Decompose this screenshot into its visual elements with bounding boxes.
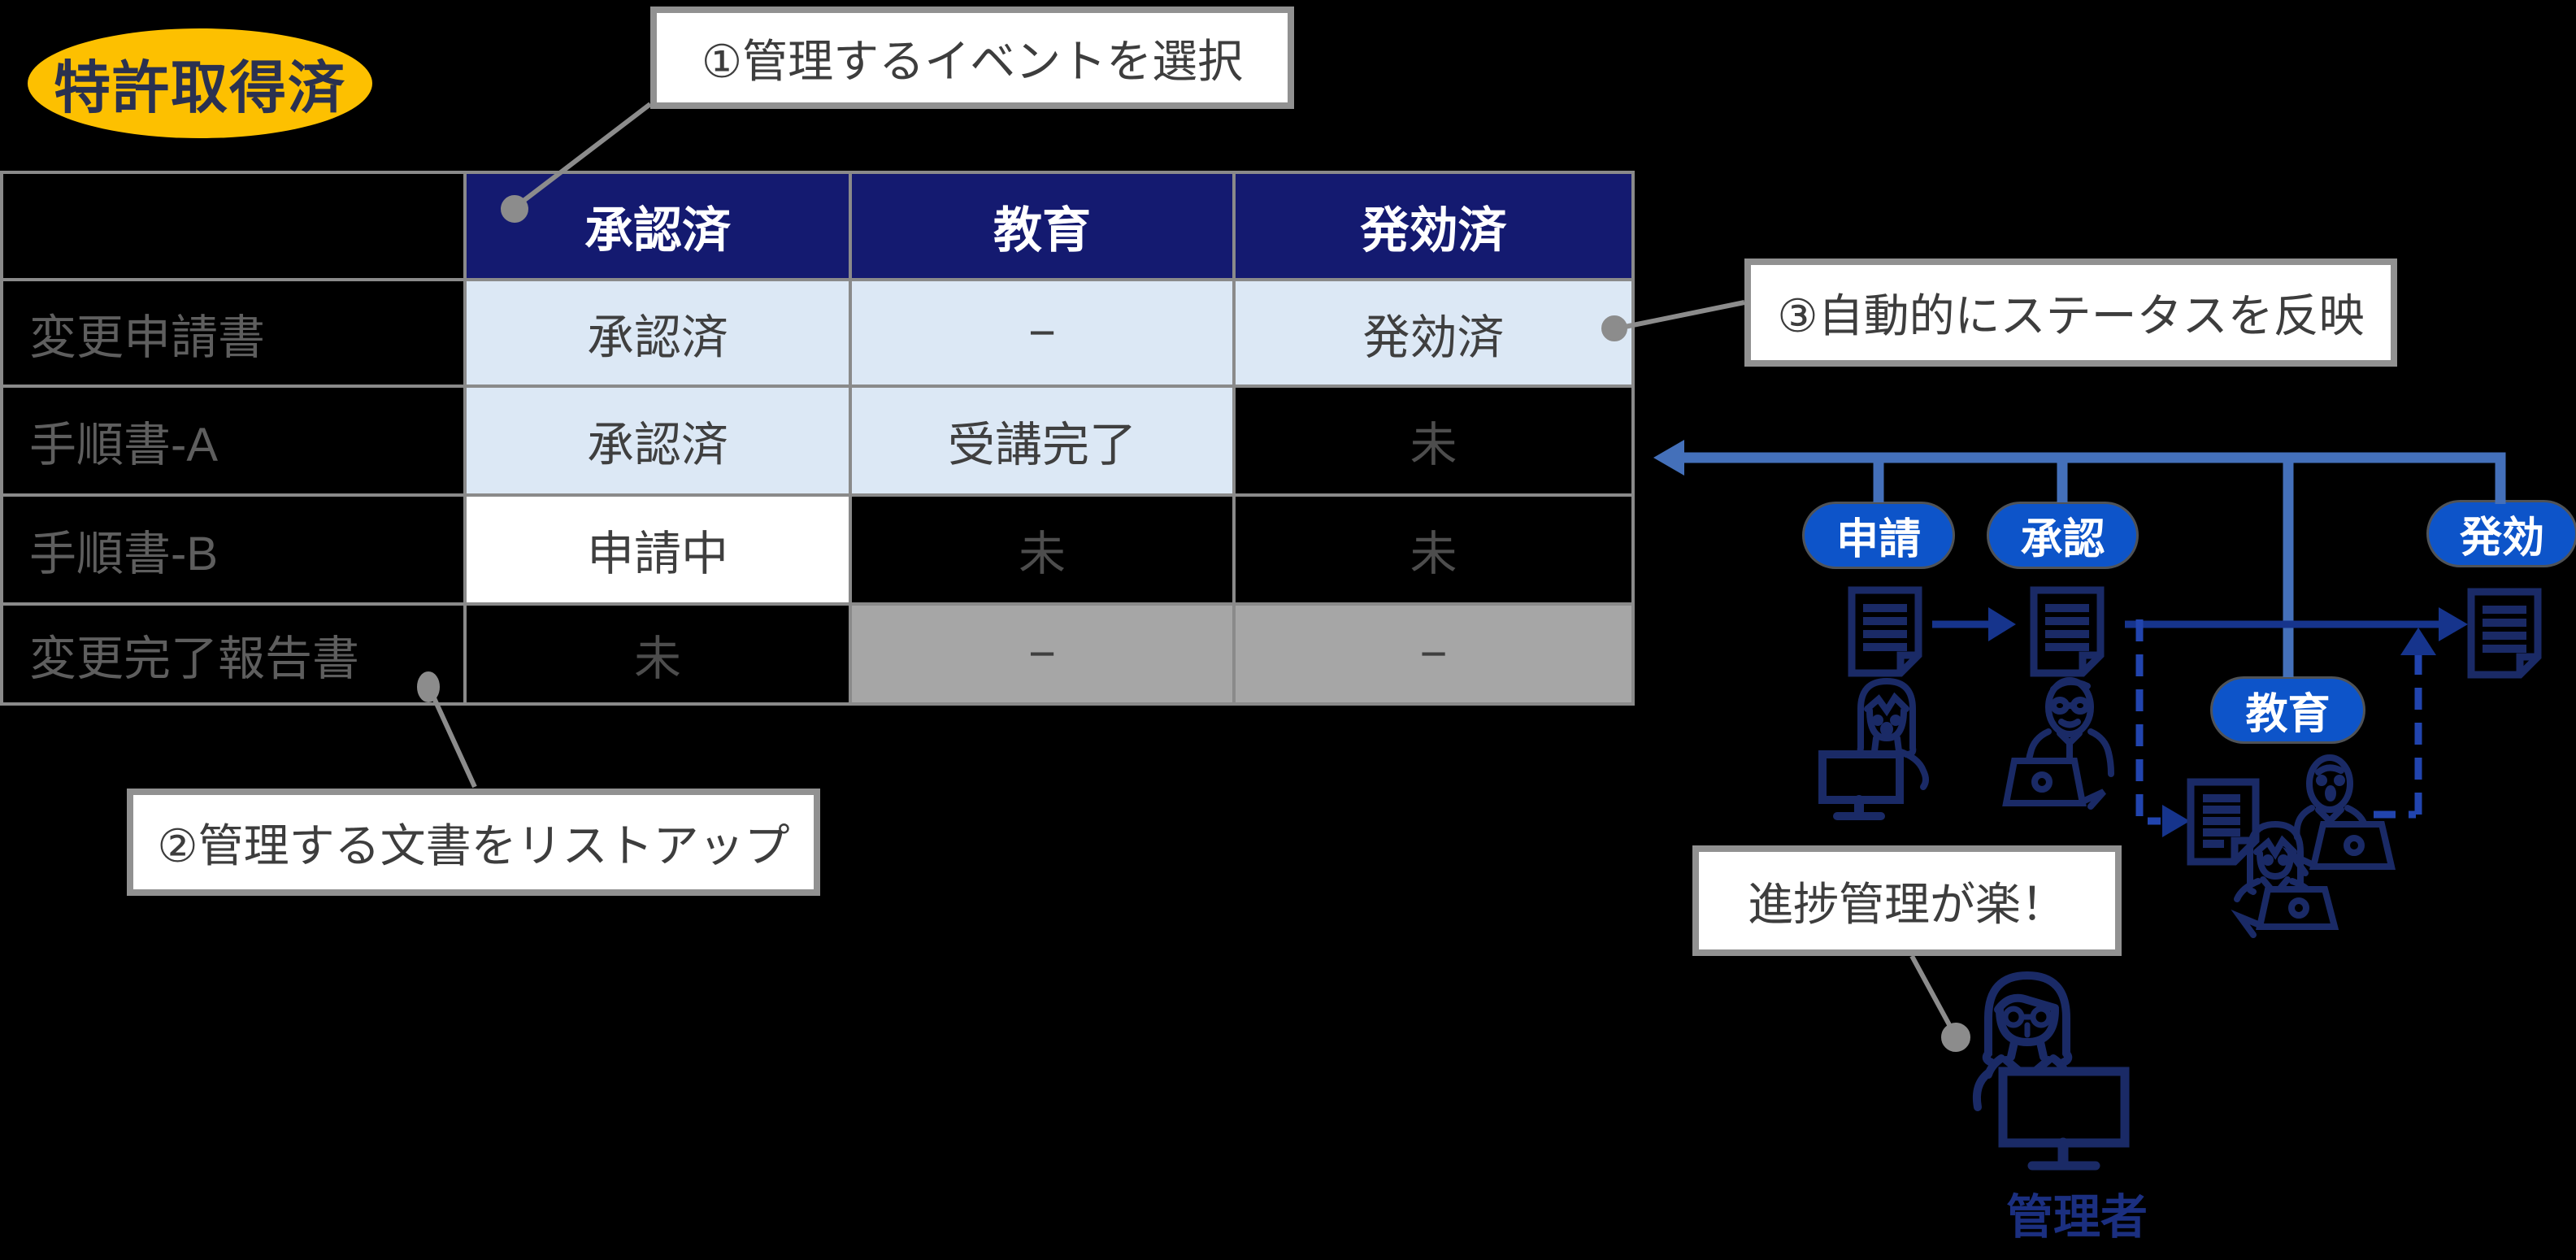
callout-auto-status: ③自動的にステータスを反映 — [1744, 259, 2397, 367]
callout-easy-progress-text: 進捗管理が楽！ — [1748, 878, 2066, 930]
table-cell: − — [852, 281, 1232, 385]
trainee-man-icon — [2282, 754, 2396, 876]
document-approve-icon — [2030, 586, 2105, 677]
pill-apply: 申請 — [1805, 504, 1953, 567]
row-label-completion-report: 変更完了報告書 — [3, 606, 463, 702]
table-cell: 承認済 — [467, 281, 849, 385]
arrowhead-doc1-doc2-icon — [1988, 607, 2016, 641]
patent-badge: 特許取得済 — [28, 28, 372, 138]
callout-list-documents-text: ②管理する文書をリストアップ — [157, 819, 790, 871]
pill-approve: 承認 — [1989, 504, 2136, 567]
column-header-approved: 承認済 — [467, 174, 849, 278]
arrowhead-to-effective-doc-icon — [2439, 607, 2468, 641]
administrator-person-icon — [1972, 971, 2130, 1171]
applicant-person-icon — [1818, 677, 1929, 820]
pill-education: 教育 — [2213, 679, 2363, 741]
callout-auto-status-text: ③自動的にステータスを反映 — [1777, 290, 2365, 341]
pill-approve-label: 承認 — [2020, 516, 2105, 563]
table-cell: 未 — [1236, 388, 1631, 493]
pill-effective-label: 発効 — [2459, 515, 2544, 562]
trainee-woman-icon — [2231, 820, 2339, 938]
row-label-change-application: 変更申請書 — [3, 281, 463, 385]
table-cell: 発効済 — [1236, 281, 1631, 385]
table-cell: 承認済 — [467, 388, 849, 493]
table-cell: − — [852, 606, 1232, 702]
row-label-procedure-a: 手順書-A — [3, 388, 463, 493]
pill-apply-label: 申請 — [1835, 516, 1921, 563]
approver-person-icon — [2002, 677, 2114, 810]
table-corner-cell — [3, 174, 463, 278]
document-effective-icon — [2467, 588, 2542, 679]
callout-easy-progress: 進捗管理が楽！ — [1692, 845, 2122, 956]
callout-select-event: ①管理するイベントを選択 — [650, 7, 1294, 109]
dashed-arrowhead-up-icon — [2400, 628, 2436, 655]
status-table: 承認済 教育 発効済 変更申請書 承認済 − 発効済 手順書-A 承認済 受講完… — [0, 171, 1635, 706]
patent-badge-label: 特許取得済 — [54, 56, 346, 119]
table-cell: 申請中 — [467, 497, 849, 602]
column-header-effective: 発効済 — [1236, 174, 1631, 278]
table-cell: 未 — [467, 606, 849, 702]
dashed-arrowhead-to-material-icon — [2162, 805, 2190, 837]
timeline-arrow — [1681, 452, 2506, 677]
pill-education-label: 教育 — [2245, 691, 2331, 738]
callout-list-documents: ②管理する文書をリストアップ — [127, 789, 820, 896]
table-cell: 未 — [1236, 497, 1631, 602]
table-cell: 受講完了 — [852, 388, 1232, 493]
administrator-label: 管理者 — [2005, 1191, 2148, 1244]
table-cell: − — [1236, 606, 1631, 702]
column-header-education: 教育 — [852, 174, 1232, 278]
timeline-arrowhead-icon — [1653, 440, 1684, 476]
table-cell: 未 — [852, 497, 1232, 602]
callout-select-event-text: ①管理するイベントを選択 — [701, 35, 1244, 87]
document-icons — [1848, 586, 2542, 866]
row-label-procedure-b: 手順書-B — [3, 497, 463, 602]
document-education-material-icon — [2187, 778, 2260, 866]
pill-effective: 発効 — [2429, 502, 2575, 565]
document-apply-icon — [1848, 586, 1922, 677]
